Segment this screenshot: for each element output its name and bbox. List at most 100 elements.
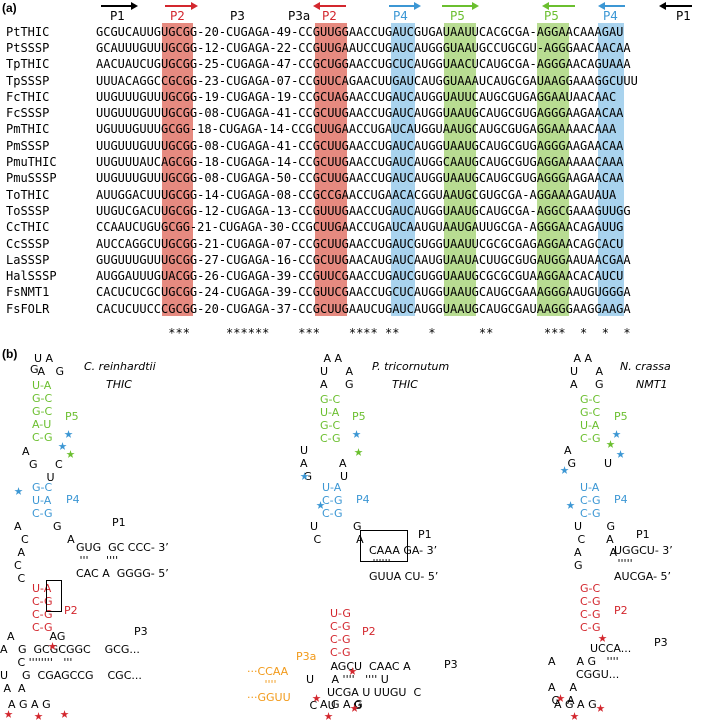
panel-a-label: (a) bbox=[2, 1, 17, 15]
helix-label-p1-right: P1 bbox=[676, 9, 691, 23]
gene-name: THIC bbox=[106, 378, 132, 391]
highlight-box bbox=[46, 580, 62, 612]
internal-loop-nt: U A A G U bbox=[300, 444, 349, 483]
p1-stem-seq: UGGCU- 3’ ''''' AUCGA- 5’ bbox=[614, 544, 673, 583]
star-red-icon: ★ bbox=[348, 661, 358, 679]
star-blue-icon: ★ bbox=[352, 424, 362, 442]
highlight-box bbox=[360, 530, 408, 562]
star-green-icon: ★ bbox=[354, 442, 364, 460]
p3-label: P3 bbox=[654, 636, 668, 649]
junction-nt: A G C A A C C bbox=[14, 520, 75, 585]
gene-name: NMT1 bbox=[636, 378, 668, 391]
p3a-stem-seq: ···CCAA '''' ···GGUU bbox=[247, 665, 291, 704]
star-blue-icon: ★ bbox=[58, 436, 68, 454]
conservation-line: *** ****** *** **** ** * ** *** * * * bbox=[96, 326, 631, 340]
p5-stem-seq: G-C U-A G-C C-G bbox=[320, 393, 341, 445]
star-red-icon: ★ bbox=[598, 628, 608, 646]
p5-label: P5 bbox=[352, 410, 366, 423]
p3a-label: P3a bbox=[296, 650, 317, 663]
p2-label: P2 bbox=[614, 604, 628, 617]
helix-label-p1-left: P1 bbox=[110, 9, 125, 23]
junction-nt: U G C A bbox=[310, 520, 364, 546]
bottom-loop-nt: A G A G bbox=[320, 698, 363, 711]
p2-right-highlight bbox=[315, 23, 347, 316]
p1-label: P1 bbox=[636, 528, 650, 541]
p3-label: P3 bbox=[134, 625, 148, 638]
helix-label-p2-right: P2 bbox=[322, 9, 337, 23]
p3-region-nt: A AG A G GCGCGGC GCG... C '''''''' ''' U… bbox=[0, 630, 142, 695]
p5-label: P5 bbox=[65, 410, 79, 423]
junction-nt: U G C A A A G bbox=[574, 520, 618, 572]
star-blue-icon: ★ bbox=[14, 481, 24, 499]
p4-label: P4 bbox=[614, 493, 628, 506]
p4-stem-seq: U-A C-G C-G bbox=[322, 481, 343, 520]
helix-label-p3a: P3a bbox=[288, 9, 311, 23]
p2-label: P2 bbox=[64, 604, 78, 617]
p2-stem-seq: G-C C-G C-G C-G bbox=[580, 582, 601, 634]
star-blue-icon: ★ bbox=[64, 424, 74, 442]
star-red-icon: ★ bbox=[570, 706, 580, 724]
loop-nt: G bbox=[30, 363, 39, 376]
p1-stem-seq: CAAA GA- 3’ '''''' GUUA CU- 5’ bbox=[368, 544, 439, 583]
helix-label-p3: P3 bbox=[230, 9, 245, 23]
species-name: P. tricornutum bbox=[372, 360, 450, 373]
bottom-loop-nt: A G A G bbox=[554, 698, 597, 711]
star-blue-icon: ★ bbox=[566, 495, 576, 513]
panel-b-label: (b) bbox=[2, 347, 18, 361]
helix-label-p4-right: P4 bbox=[603, 9, 618, 23]
p3-region-nt: AGCU CAAC A U A '''' '''' U UCGA U UUGU … bbox=[306, 660, 422, 712]
p4-stem-seq: U-A C-G C-G bbox=[580, 481, 601, 520]
star-red-icon: ★ bbox=[350, 698, 360, 716]
p1-label: P1 bbox=[418, 528, 432, 541]
species-name: C. reinhardtii bbox=[84, 360, 156, 373]
p2-stem-seq: U-G C-G C-G C-G bbox=[330, 607, 351, 659]
star-blue-icon: ★ bbox=[560, 460, 570, 478]
star-blue-icon: ★ bbox=[612, 424, 622, 442]
p2-left-highlight bbox=[162, 23, 193, 316]
star-red-icon: ★ bbox=[596, 698, 606, 716]
species-name: N. crassa bbox=[620, 360, 671, 373]
internal-loop-nt: A G C U bbox=[22, 445, 63, 484]
star-red-icon: ★ bbox=[60, 704, 70, 722]
p2-label: P2 bbox=[362, 625, 376, 638]
p4-label: P4 bbox=[66, 493, 80, 506]
star-red-icon: ★ bbox=[34, 706, 44, 724]
star-blue-icon: ★ bbox=[616, 444, 626, 462]
p1-stem-seq: GUG GC CCC- 3’ ''' '''' CAC A GGGG- 5’ bbox=[76, 541, 169, 580]
p5-stem-seq: G-C G-C U-A C-G bbox=[580, 393, 601, 445]
p3-label: P3 bbox=[444, 658, 458, 671]
internal-loop-nt: A G U bbox=[564, 444, 613, 470]
p5-label: P5 bbox=[614, 410, 628, 423]
p4-label: P4 bbox=[356, 493, 370, 506]
star-red-icon: ★ bbox=[4, 704, 14, 722]
helix-label-p5-left: P5 bbox=[450, 9, 465, 23]
loop-nt: U A A G bbox=[34, 352, 65, 378]
loop-nt: A A U A A G bbox=[320, 352, 354, 391]
helix-label-p4-left: P4 bbox=[393, 9, 408, 23]
star-blue-icon: ★ bbox=[316, 495, 326, 513]
star-red-icon: ★ bbox=[48, 636, 58, 654]
p2-stem-seq: U-A C-G C-G C-G bbox=[32, 582, 53, 634]
helix-arrows bbox=[101, 2, 692, 10]
star-red-icon: ★ bbox=[556, 688, 566, 706]
p4-right-highlight bbox=[598, 23, 624, 316]
p1-label: P1 bbox=[112, 516, 126, 529]
p3-region-nt: UCCA... A A G '''' CGGU... A A G A bbox=[548, 642, 632, 707]
p5-stem-seq: U-A G-C G-C A-U C-G bbox=[32, 379, 53, 444]
p5-right-highlight bbox=[537, 23, 569, 316]
